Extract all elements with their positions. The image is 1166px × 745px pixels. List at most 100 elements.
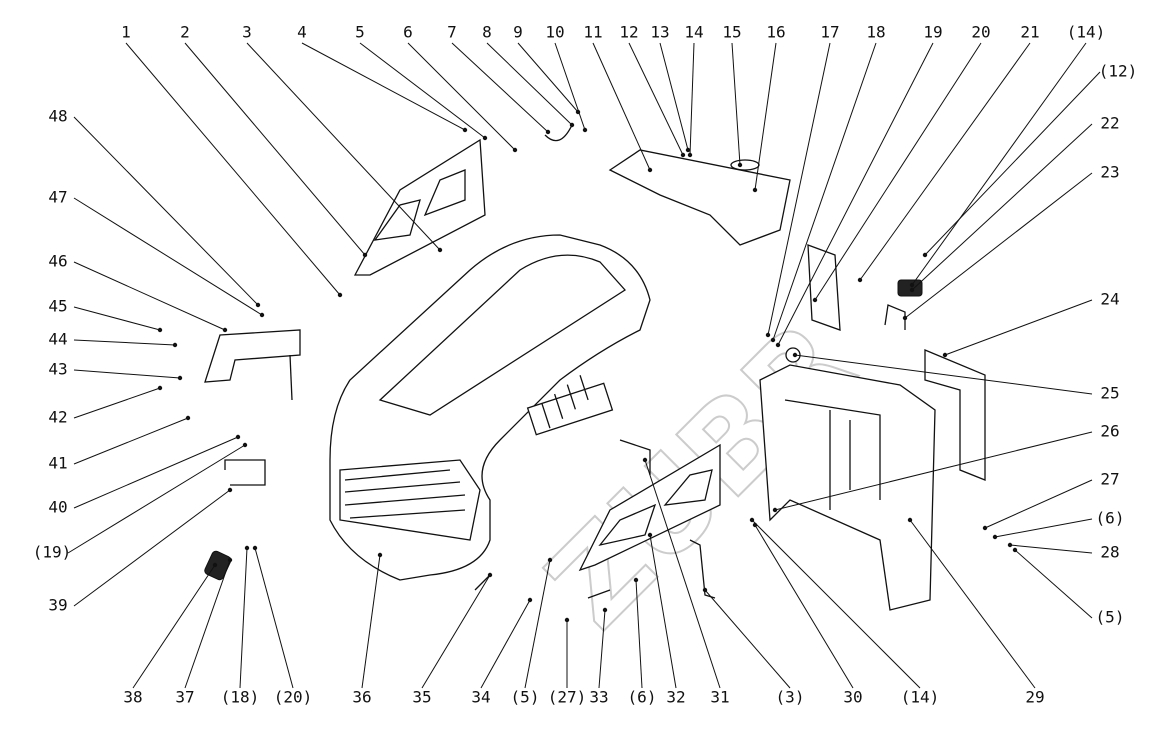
callout-label: 2 [180, 23, 190, 42]
fastener-mark [982, 525, 988, 531]
callout-label: 26 [1100, 422, 1119, 441]
leader-line [421, 574, 491, 689]
leader-line [924, 71, 1101, 256]
callout-label: (14) [901, 688, 940, 707]
callout-label: 29 [1025, 688, 1044, 707]
leader-line [814, 42, 982, 301]
callout-label: 12 [619, 23, 638, 42]
fastener-mark [545, 129, 551, 135]
fastener-mark [1012, 547, 1018, 553]
callout-label: 16 [766, 23, 785, 42]
fastener-mark [857, 277, 863, 283]
callout-label: 24 [1100, 290, 1119, 309]
fastener-mark [482, 135, 488, 141]
leader-line [132, 564, 216, 689]
leader-line [777, 42, 934, 346]
fastener-mark [157, 385, 163, 391]
callout-label: (6) [1096, 509, 1125, 528]
fastener-mark [765, 332, 771, 338]
fastener-mark [770, 337, 776, 343]
fastener-mark [752, 522, 758, 528]
leader-line [524, 559, 551, 689]
rear-housing [759, 364, 936, 611]
callout-label: 23 [1100, 163, 1119, 182]
callout-label: 20 [971, 23, 990, 42]
fastener-mark [647, 532, 653, 538]
leader-line [1009, 544, 1093, 554]
fastener-mark [177, 375, 183, 381]
callout-label: (20) [274, 688, 313, 707]
leader-line [1014, 549, 1093, 619]
callout-label: 42 [48, 408, 67, 427]
leader-line [73, 369, 181, 379]
callout-label: 46 [48, 252, 67, 271]
callout-label: 39 [48, 596, 67, 615]
callout-label: 11 [583, 23, 602, 42]
callout-label: 25 [1100, 384, 1119, 403]
leader-line [451, 42, 549, 133]
callout-label: 17 [820, 23, 839, 42]
callout-label: 32 [666, 688, 685, 707]
callout-label: 37 [175, 688, 194, 707]
fastener-mark [462, 127, 468, 133]
callout-label: (6) [628, 688, 657, 707]
callout-label: 40 [48, 498, 67, 517]
fastener-mark [569, 122, 575, 128]
callout-label: 48 [48, 107, 67, 126]
leader-line [628, 42, 684, 156]
fastener-mark [992, 534, 998, 540]
callout-label: 47 [48, 188, 67, 207]
callout-label: 3 [242, 23, 252, 42]
air-intake-cover [608, 149, 791, 246]
fastener-mark [752, 187, 758, 193]
fastener-mark [680, 152, 686, 158]
leader-line [254, 547, 294, 689]
callout-label: 14 [684, 23, 703, 42]
callout-label: 28 [1100, 543, 1119, 562]
leader-line [517, 42, 579, 113]
callout-label: 45 [48, 297, 67, 316]
support-rod [224, 459, 266, 486]
leader-line [984, 479, 1093, 529]
leader-line [772, 42, 877, 341]
callout-label: 43 [48, 360, 67, 379]
leader-line [944, 299, 1093, 356]
fastener-mark [687, 152, 693, 158]
callout-label: 27 [1100, 470, 1119, 489]
side-plate [807, 244, 841, 331]
callout-label: 15 [722, 23, 741, 42]
callout-label: 21 [1020, 23, 1039, 42]
cover-plate [924, 349, 986, 481]
fastener-mark [902, 315, 908, 321]
leader-line [73, 116, 259, 306]
fastener-mark [812, 297, 818, 303]
rod [587, 589, 611, 599]
leader-line [754, 524, 854, 689]
leader-line [73, 261, 226, 331]
leader-line [689, 42, 695, 156]
callout-label: 5 [355, 23, 365, 42]
callout-label: 35 [412, 688, 431, 707]
fastener-mark [564, 617, 570, 623]
leader-line [598, 609, 606, 689]
fastener-mark [255, 302, 261, 308]
fastener-mark [259, 312, 265, 318]
leader-line [67, 444, 246, 554]
callout-label: 44 [48, 330, 67, 349]
leader-line [635, 579, 643, 689]
mounting-bracket [204, 329, 301, 383]
fastener-mark [702, 587, 708, 593]
fastener-mark [337, 292, 343, 298]
leader-line [794, 354, 1093, 395]
panel-bracket [619, 439, 651, 475]
callout-label: (19) [33, 543, 72, 562]
callout-label: 30 [843, 688, 862, 707]
fastener-mark [749, 517, 755, 523]
left-side-panel [353, 138, 486, 276]
leader-line [774, 431, 1093, 511]
fastener-mark [244, 545, 250, 551]
fastener-mark [909, 287, 915, 293]
leader-line [767, 42, 831, 336]
fastener-mark [775, 342, 781, 348]
fastener-mark [922, 252, 928, 258]
